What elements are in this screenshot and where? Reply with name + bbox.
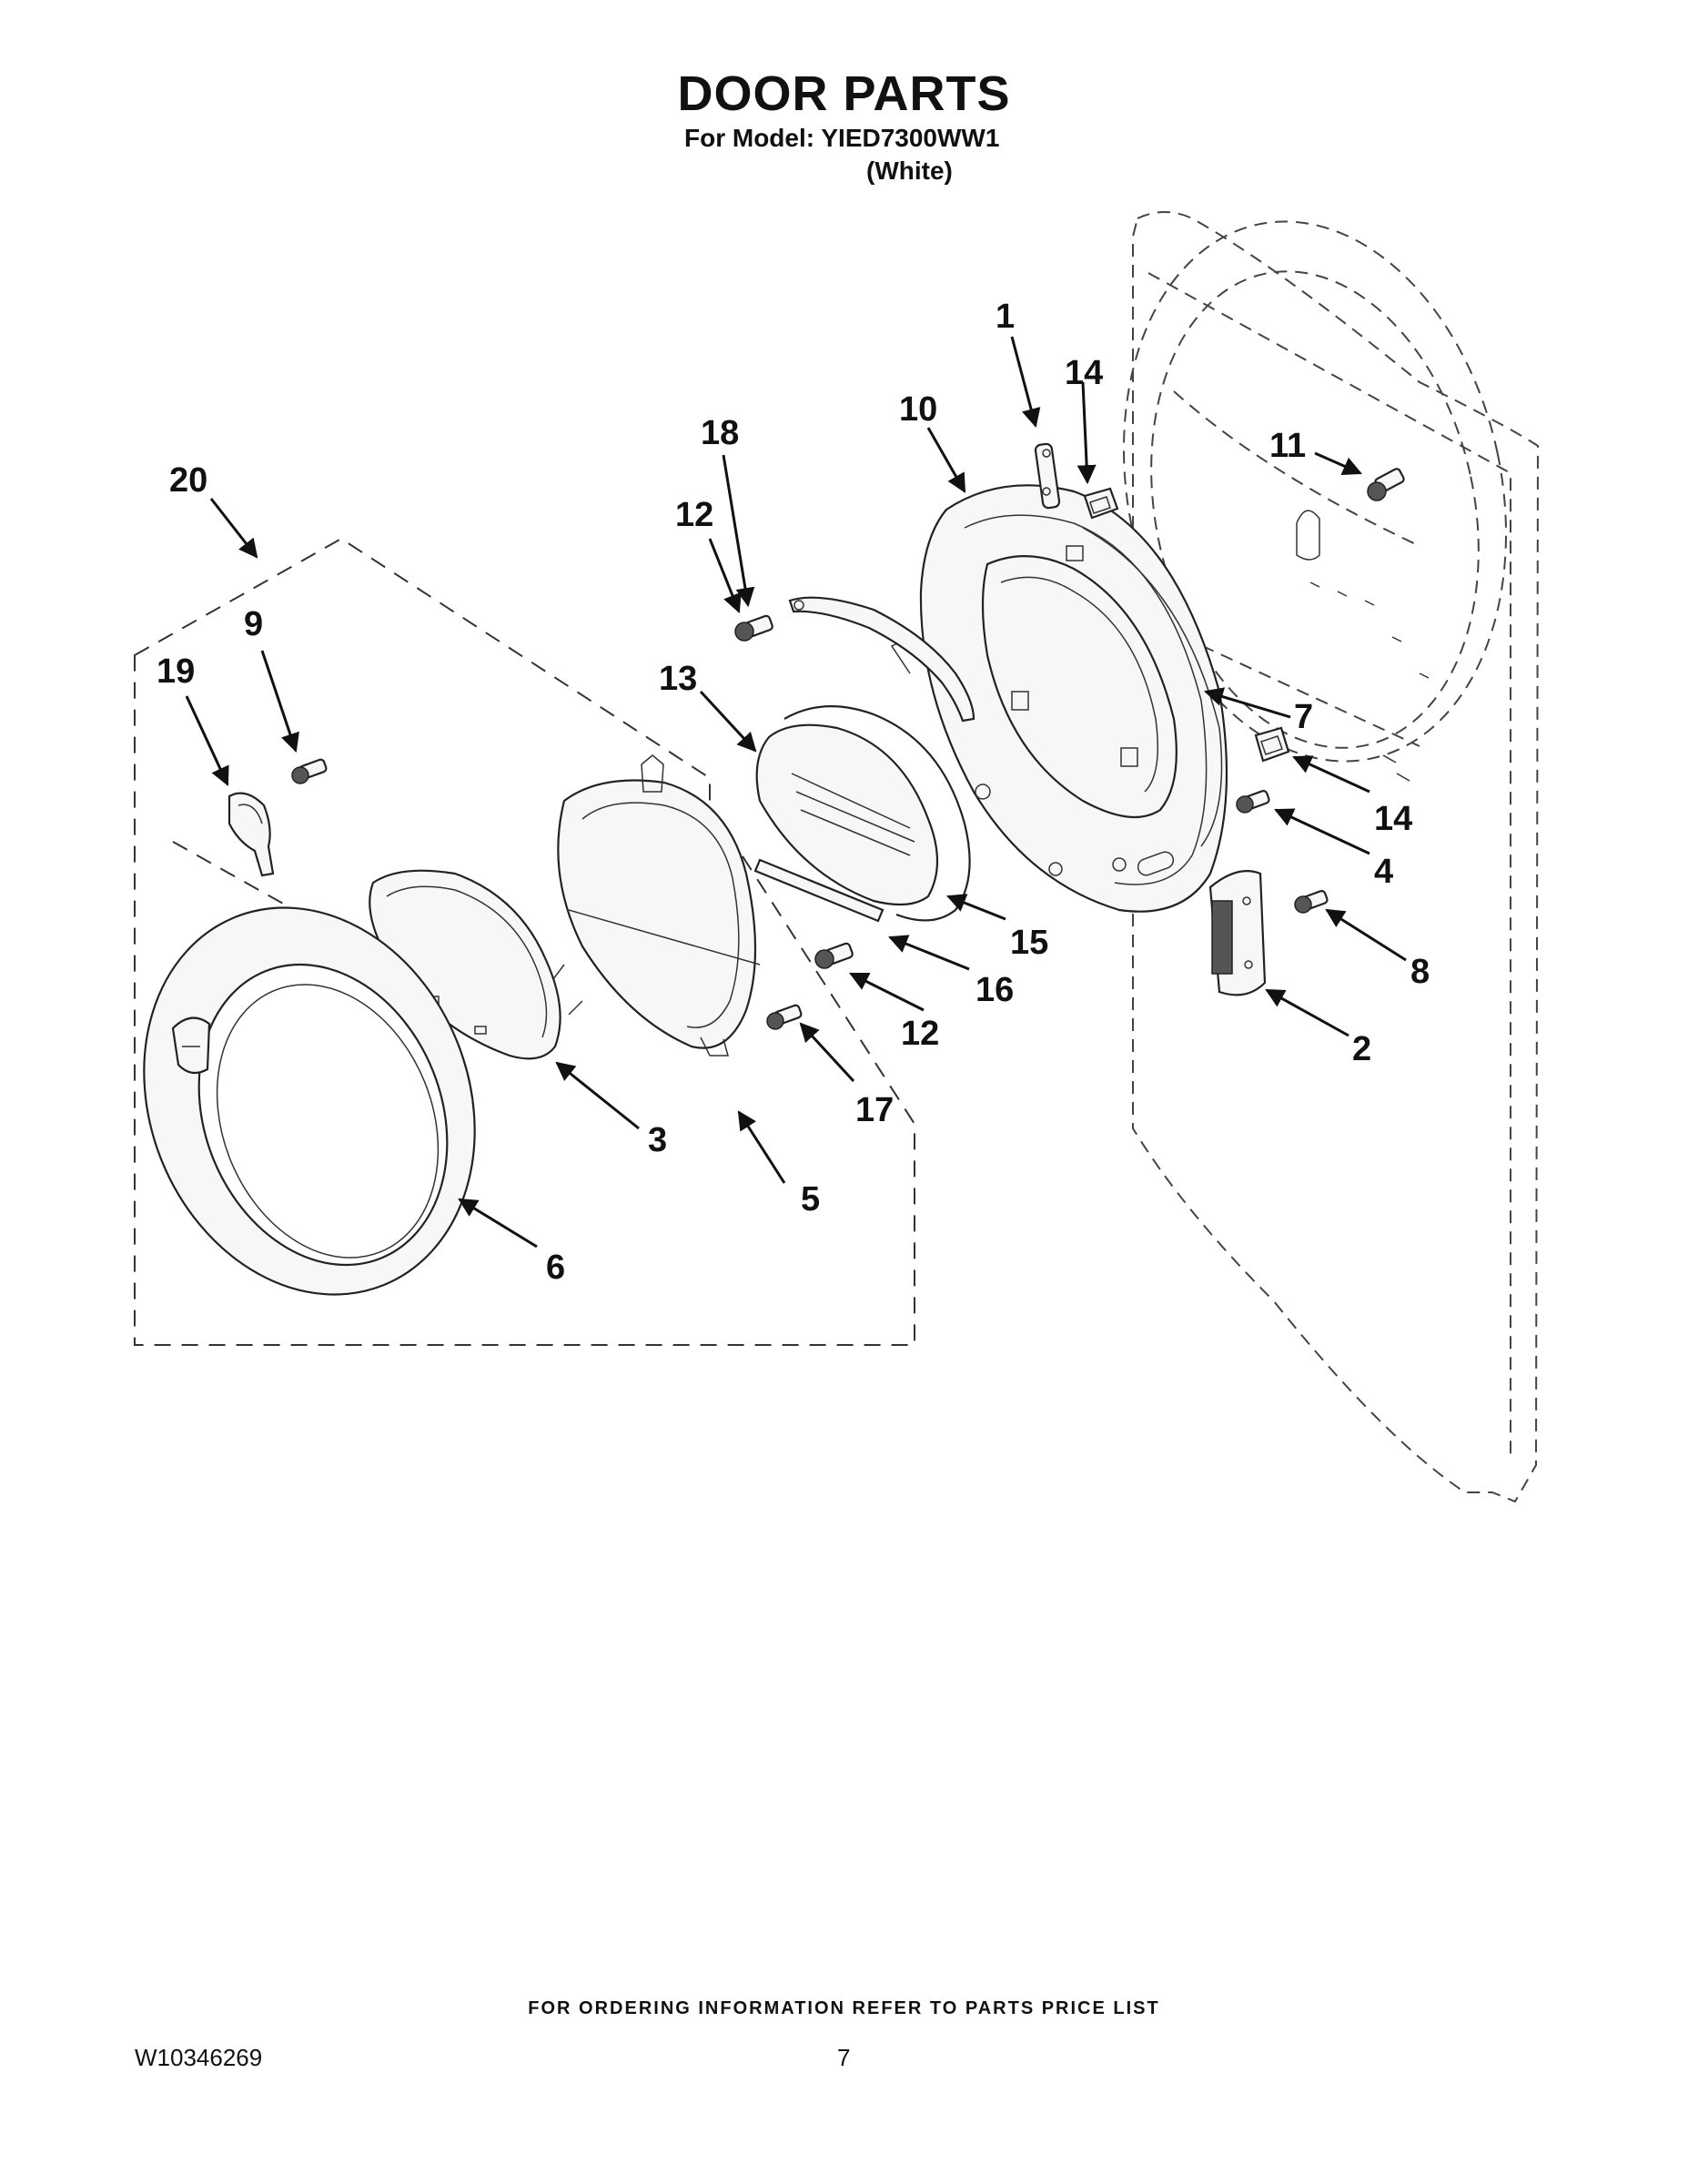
ordering-info-note: FOR ORDERING INFORMATION REFER TO PARTS … xyxy=(528,1998,1160,2018)
callout-4: 4 xyxy=(1374,853,1393,891)
callout-16: 16 xyxy=(975,971,1014,1009)
callout-1: 1 xyxy=(996,298,1015,336)
callout-8: 8 xyxy=(1410,953,1430,991)
model-line: For Model: YIED7300WW1 xyxy=(684,124,1000,152)
part-8-screw xyxy=(1294,890,1329,914)
part-20-door-assembly-boundary xyxy=(134,537,915,1346)
callout-18: 18 xyxy=(701,414,739,452)
page-number: 7 xyxy=(837,2044,851,2071)
part-14-hinge-bracket-lower xyxy=(1254,726,1290,763)
part-9-screw xyxy=(291,758,328,784)
callout-6: 6 xyxy=(546,1249,565,1287)
part-1-door-strike xyxy=(1034,442,1061,510)
callout-14-upper: 14 xyxy=(1065,354,1103,392)
part-15-glass-seal xyxy=(783,705,971,922)
callout-3: 3 xyxy=(648,1121,667,1159)
callout-12-lower: 12 xyxy=(901,1015,939,1053)
callout-labels: 1 2 3 4 5 6 7 8 9 10 11 12 12 13 14 14 1… xyxy=(157,298,1430,1287)
part-18-handle-bar xyxy=(788,596,975,723)
part-4-screw xyxy=(1236,790,1270,814)
callout-19: 19 xyxy=(157,652,195,691)
part-10-inner-door-panel xyxy=(890,484,1228,913)
callout-leaders xyxy=(185,336,1407,1249)
part-19-door-latch xyxy=(227,792,275,877)
color-line: (White) xyxy=(866,157,953,185)
document-number: W10346269 xyxy=(135,2044,263,2071)
dryer-front-panel-ghost xyxy=(1123,211,1540,1503)
callout-13: 13 xyxy=(659,660,697,698)
callout-20: 20 xyxy=(169,461,207,500)
page-title: DOOR PARTS xyxy=(677,66,1011,121)
callout-17: 17 xyxy=(855,1091,894,1129)
callout-14-lower: 14 xyxy=(1374,800,1412,838)
part-13-door-glass xyxy=(755,723,939,906)
part-6-outer-door-ring xyxy=(143,906,476,1296)
part-11-screw xyxy=(1367,468,1405,501)
callout-15: 15 xyxy=(1010,924,1048,962)
callout-9: 9 xyxy=(244,605,263,643)
callout-12-upper: 12 xyxy=(675,496,713,534)
part-2-door-hinge xyxy=(1208,870,1267,996)
callout-10: 10 xyxy=(899,390,937,429)
part-12-screw-lower xyxy=(814,942,854,969)
part-14-hinge-bracket-upper xyxy=(1083,487,1119,520)
part-16-retainer-strip xyxy=(753,858,884,923)
part-17-screw xyxy=(766,1004,803,1030)
callout-5: 5 xyxy=(801,1180,820,1218)
callout-2: 2 xyxy=(1352,1030,1371,1068)
callout-7: 7 xyxy=(1294,698,1313,736)
part-5-inner-door-frame xyxy=(550,754,761,1057)
callout-11: 11 xyxy=(1269,427,1306,465)
part-12-screw-upper xyxy=(734,614,773,642)
